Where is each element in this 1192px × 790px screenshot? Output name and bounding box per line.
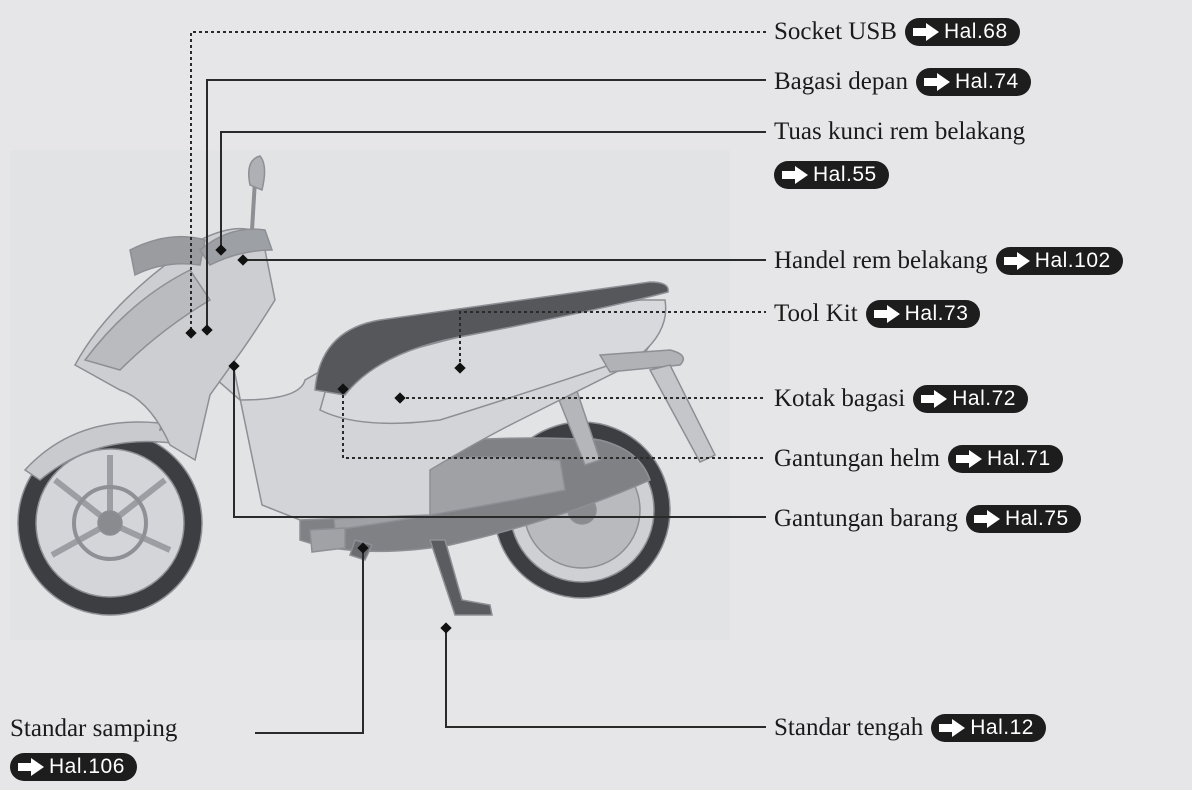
label-standar-tengah: Standar tengah Hal.12 [774,712,1046,744]
front-wheel [17,430,203,616]
page-reference: Hal.68 [943,20,1008,43]
page-reference: Hal.73 [904,302,969,325]
marker-kotak-bagasi [394,392,406,404]
line-gantungan-barang [233,366,766,518]
label-socket-usb: Socket USB Hal.68 [774,16,1020,48]
page-reference: Hal.106 [49,755,125,778]
label-kotak-bagasi: Kotak bagasi Hal.72 [774,383,1028,415]
line-standar-tengah [445,628,766,728]
callout-lines [190,31,766,734]
page-reference-badge: Hal.74 [915,68,1031,96]
line-bagasi-depan [206,79,766,328]
label-text: Kotak bagasi [774,385,906,412]
label-text: Socket USB [774,18,897,45]
headlight [129,235,206,277]
page-reference-badge: Hal.102 [995,247,1123,275]
marker-tuas-kunci [215,244,227,256]
right-arrow-icon [919,389,949,409]
line-tool-kit [459,311,766,368]
label-ref-row: Hal.55 [774,161,1025,189]
page-reference: Hal.55 [813,163,877,186]
marker-gantungan-barang [228,360,240,372]
page-reference: Hal.12 [970,716,1034,739]
marker-gantungan-helm [337,383,349,395]
label-text: Standar tengah [774,714,924,741]
right-arrow-icon [16,757,46,777]
label-text: Gantungan helm [774,445,940,472]
right-arrow-icon [954,449,984,469]
page-reference-badge: Hal.68 [904,18,1020,46]
label-text: Tuas kunci rem belakang [774,118,1026,145]
page-reference-badge: Hal.55 [774,161,889,189]
marker-handel-rem [237,254,249,266]
page-reference-badge: Hal.75 [965,505,1081,533]
label-gantungan-barang: Gantungan barang Hal.75 [774,503,1081,535]
label-standar-samping: Standar samping Hal.106 [10,713,177,781]
label-text: Bagasi depan [774,68,908,95]
scooter-illustration [17,155,717,616]
label-tool-kit: Tool Kit Hal.73 [774,298,981,330]
page-reference-badge: Hal.72 [913,385,1028,413]
seat [314,281,669,396]
marker-standar-tengah [440,622,452,634]
marker-standar-samping [357,542,369,554]
label-tuas-kunci: Tuas kunci rem belakang Hal.55 [774,116,1025,189]
callout-markers [185,244,466,634]
line-tuas-kunci [220,131,766,250]
right-arrow-icon [872,304,902,324]
center-stand-shape [428,539,493,616]
label-text-row: Tuas kunci rem belakang [774,116,1025,148]
page-reference-badge: Hal.71 [947,445,1063,473]
marker-tool-kit [454,362,466,374]
mirror [248,155,266,192]
label-bagasi-depan: Bagasi depan Hal.74 [774,66,1031,98]
page-reference: Hal.102 [1034,249,1111,272]
page-reference: Hal.75 [1004,507,1069,530]
label-ref-row: Hal.106 [10,753,177,781]
label-gantungan-helm: Gantungan helm Hal.71 [774,443,1063,475]
label-text: Tool Kit [774,300,858,327]
page-reference-badge: Hal.73 [865,300,981,328]
label-text: Handel rem belakang [774,247,988,274]
label-text-row: Standar samping [10,713,177,745]
page-reference: Hal.71 [986,447,1051,470]
right-arrow-icon [780,165,810,185]
plate-bracket [648,364,717,463]
page-reference: Hal.72 [952,387,1016,410]
marker-bagasi-depan [201,324,213,336]
line-gantungan-helm [342,389,766,459]
label-text: Standar samping [10,715,178,742]
right-arrow-icon [911,22,941,42]
page-reference-badge: Hal.12 [931,714,1046,742]
marker-socket-usb [185,327,197,339]
page-reference-badge: Hal.106 [10,753,137,781]
page-reference: Hal.74 [954,70,1019,93]
right-arrow-icon [922,72,952,92]
label-text: Gantungan barang [774,505,958,532]
label-handel-rem: Handel rem belakang Hal.102 [774,245,1123,277]
mirror-stem [250,179,257,231]
line-standar-samping [255,548,364,734]
right-arrow-icon [1002,251,1032,271]
right-arrow-icon [972,509,1002,529]
right-arrow-icon [937,718,967,738]
